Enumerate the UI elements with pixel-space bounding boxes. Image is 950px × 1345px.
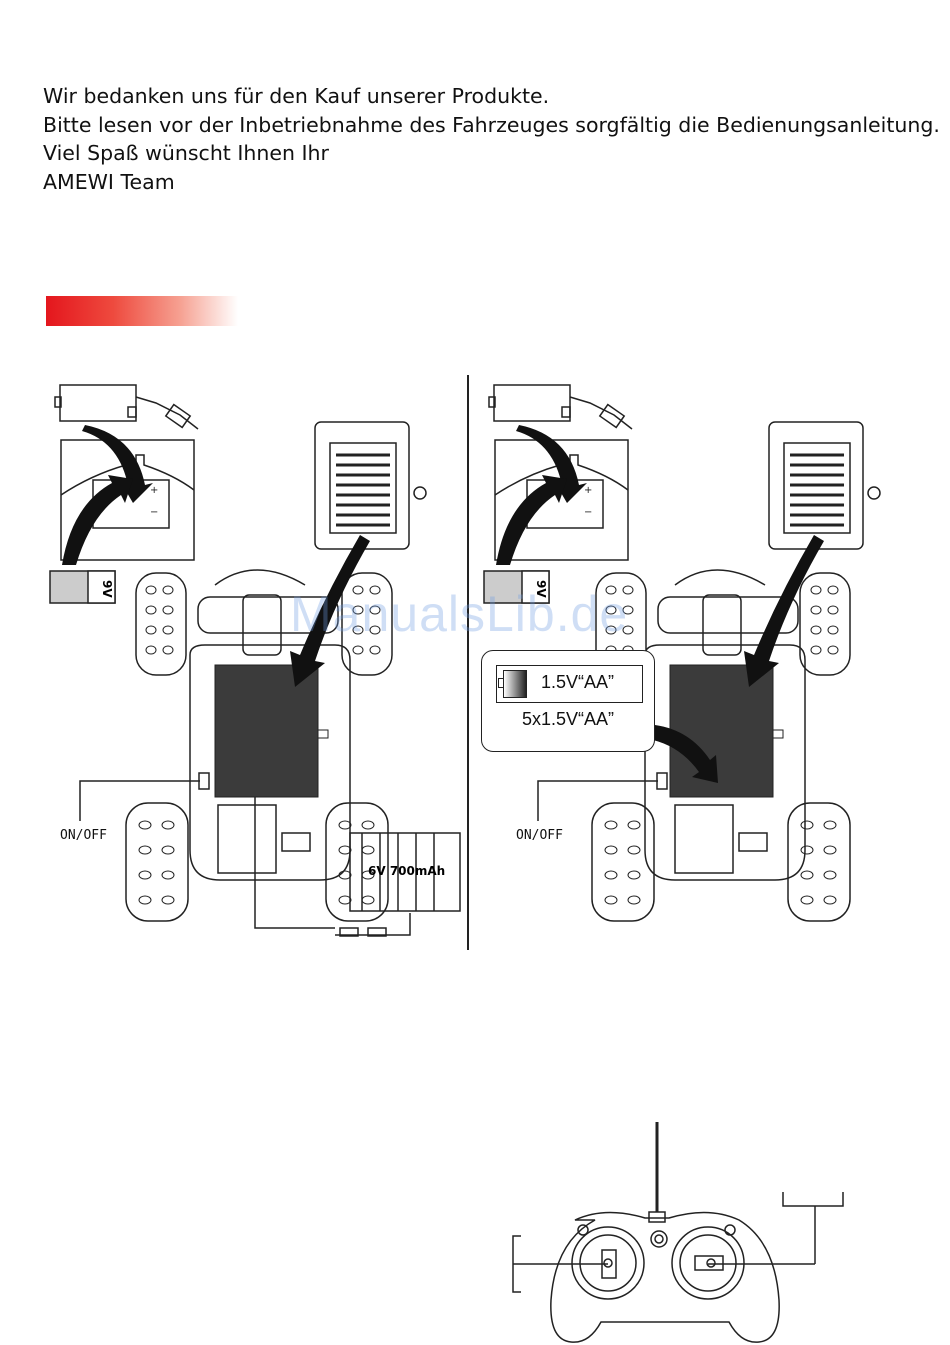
battery-cover-shape — [60, 385, 136, 421]
aa-cells-count-label: 5x1.5V“AA” — [522, 709, 614, 730]
intro-line: AMEWI Team — [43, 168, 940, 197]
battery-icon — [503, 670, 527, 698]
panel-divider — [467, 375, 469, 950]
left-diagram-graphic: + − — [0, 375, 465, 955]
svg-text:−: − — [584, 507, 592, 518]
battery-compartment — [215, 665, 318, 797]
svg-text:+: + — [584, 485, 592, 496]
section-header-bar — [46, 296, 238, 326]
aa-cell-label: 1.5V“AA” — [541, 672, 614, 693]
svg-text:−: − — [150, 507, 158, 518]
aa-cell-box: 1.5V“AA” — [496, 665, 643, 703]
battery-pack-label: 6V 700mAh — [368, 864, 445, 878]
svg-text:+: + — [150, 485, 158, 496]
intro-line: Bitte lesen vor der Inbetriebnahme des F… — [43, 111, 940, 140]
intro-line: Wir bedanken uns für den Kauf unserer Pr… — [43, 82, 940, 111]
remote-controller-diagram — [505, 1118, 865, 1345]
on-off-label: ON/OFF — [60, 828, 107, 843]
on-off-label: ON/OFF — [516, 828, 563, 843]
intro-line: Viel Spaß wünscht Ihnen Ihr — [43, 139, 940, 168]
watermark: ManualsLib.de — [290, 585, 628, 643]
intro-text: Wir bedanken uns für den Kauf unserer Pr… — [43, 82, 940, 196]
left-installation-diagram: + − — [0, 375, 460, 955]
battery-9v-label: 9V — [100, 580, 114, 598]
aa-battery-callout: 1.5V“AA” 5x1.5V“AA” — [481, 650, 655, 752]
